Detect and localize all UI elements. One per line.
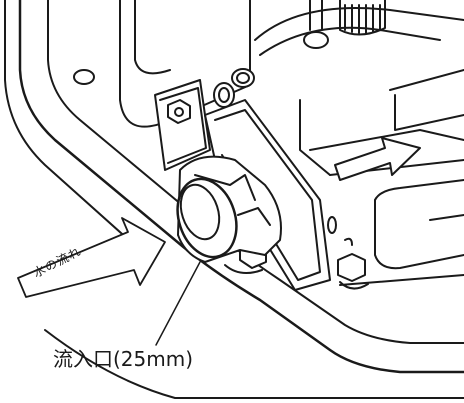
- base-housing: [4, 0, 464, 399]
- flow-arrow-right: [334, 137, 421, 181]
- inlet-leader-line: [155, 261, 201, 346]
- water-flow-arrow: [17, 217, 166, 298]
- inlet-fitting: [176, 155, 282, 275]
- right-components: [299, 69, 464, 286]
- inlet-label: 流入口(25mm): [53, 347, 194, 371]
